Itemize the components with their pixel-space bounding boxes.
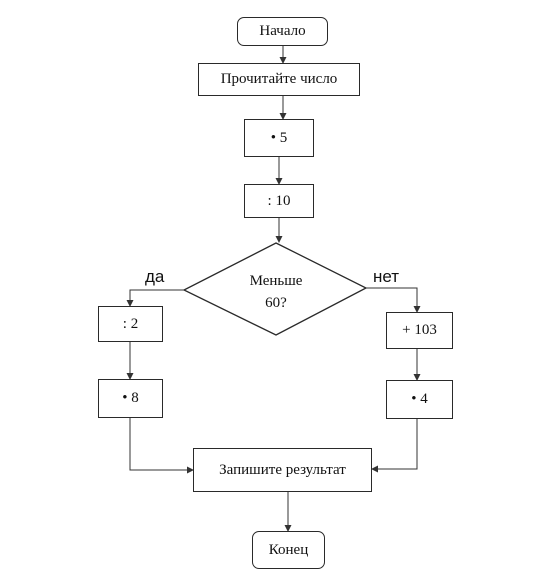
multiply-5-step: • 5	[244, 119, 314, 157]
arrow-yes-branch	[126, 289, 184, 307]
divide-2-step: : 2	[98, 306, 163, 342]
read-number-label: Прочитайте число	[220, 71, 338, 87]
multiply-8-step: • 8	[98, 379, 163, 418]
yes-branch-label: да	[145, 267, 165, 286]
arrow-mult4-to-result	[371, 419, 418, 473]
decision-label: Меньше 60?	[231, 270, 321, 314]
arrow-mult8-to-result	[129, 418, 194, 474]
arrow-no-branch	[366, 287, 421, 313]
decision-line-2: 60?	[265, 295, 287, 311]
add-103-label: + 103	[402, 322, 437, 338]
multiply-4-step: • 4	[386, 380, 453, 419]
divide-2-label: : 2	[122, 315, 139, 332]
start-node: Начало	[237, 17, 328, 46]
multiply-5-label: • 5	[270, 129, 288, 146]
multiply-4-label: • 4	[411, 391, 428, 407]
multiply-8-label: • 8	[122, 390, 139, 406]
decision-line-1: Меньше	[249, 273, 303, 289]
start-label: Начало	[259, 23, 306, 39]
divide-10-label: : 10	[267, 192, 291, 209]
write-result-label: Запишите результат	[219, 461, 346, 478]
read-number-step: Прочитайте число	[198, 63, 360, 96]
decision-diamond	[182, 242, 368, 336]
end-label: Конец	[268, 541, 309, 558]
write-result-step: Запишите результат	[193, 448, 372, 492]
end-node: Конец	[252, 531, 325, 569]
no-branch-label: нет	[373, 267, 400, 286]
divide-10-step: : 10	[244, 184, 314, 218]
add-103-step: + 103	[386, 312, 453, 349]
